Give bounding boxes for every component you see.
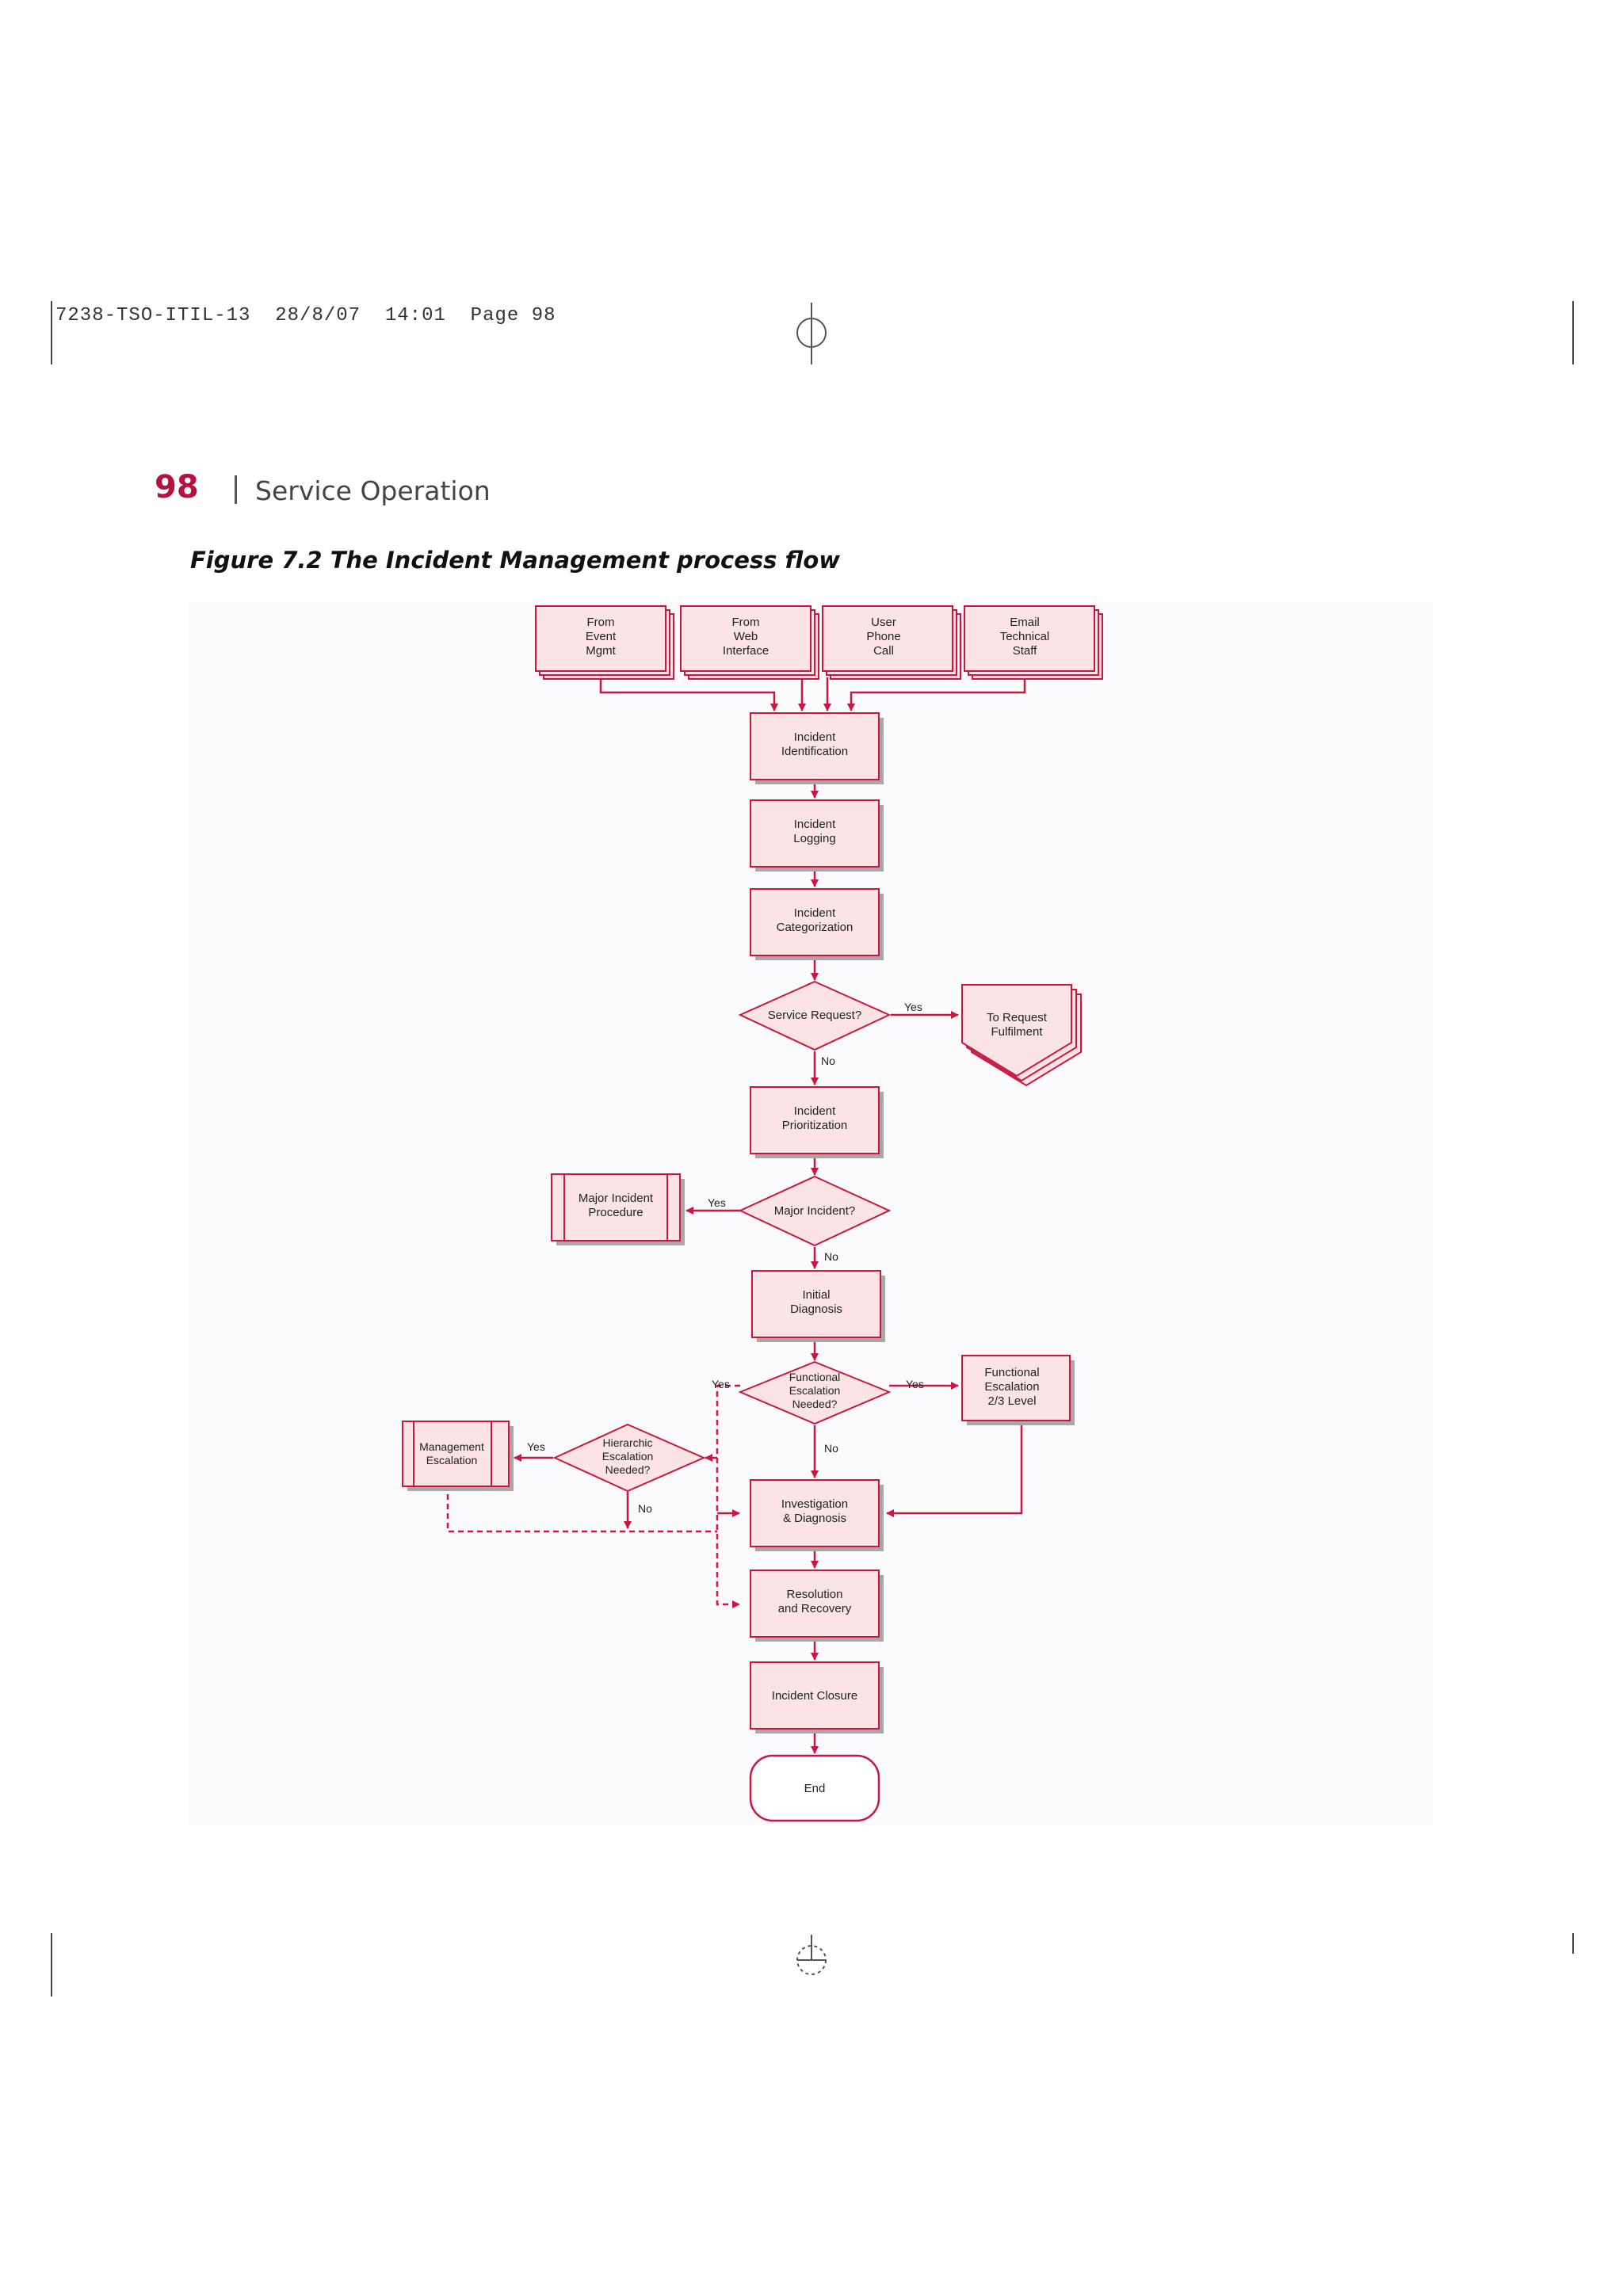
crop-mark — [51, 301, 52, 364]
section-title: Service Operation — [255, 475, 491, 506]
figure-caption: Figure 7.2 The Incident Management proce… — [190, 547, 841, 574]
dashed-connectors — [446, 1384, 740, 1608]
connector — [886, 1425, 1023, 1517]
end-terminator: End — [749, 1754, 880, 1822]
header-divider — [235, 475, 237, 504]
connector — [446, 1485, 717, 1533]
edge-label-yes: Yes — [708, 1196, 726, 1209]
svg-text:Service Request?: Service Request? — [768, 1009, 861, 1022]
edge-label-no: No — [638, 1502, 652, 1515]
edge-label-yes: Yes — [712, 1378, 730, 1390]
major-incident-decision: Major Incident? — [738, 1175, 892, 1247]
crop-mark — [51, 1933, 52, 1997]
connector — [599, 677, 778, 711]
svg-text:End: End — [804, 1782, 826, 1795]
svg-text:Investigation& Diagnosis: Investigation& Diagnosis — [781, 1497, 848, 1525]
connector — [847, 677, 1026, 711]
svg-text:Incident Closure: Incident Closure — [772, 1689, 857, 1703]
registration-target-bottom — [796, 1935, 827, 1975]
edge-label-no: No — [824, 1442, 838, 1455]
investigation-diagnosis-box: Investigation& Diagnosis — [750, 1479, 884, 1551]
crop-mark — [1572, 301, 1574, 364]
incident-closure-box: Incident Closure — [750, 1661, 884, 1733]
print-slug: 7238-TSO-ITIL-13 28/8/07 14:01 Page 98 — [55, 305, 556, 326]
edge-label-yes: Yes — [904, 1001, 922, 1013]
edge-label-no: No — [821, 1055, 835, 1067]
edge-label-yes: Yes — [527, 1440, 545, 1453]
edge-label-no: No — [824, 1250, 838, 1263]
svg-text:Major Incident?: Major Incident? — [774, 1204, 856, 1218]
crop-mark — [1572, 1933, 1574, 1954]
edge-label-yes: Yes — [906, 1378, 924, 1390]
connector — [716, 1384, 740, 1608]
page-number: 98 — [155, 469, 199, 505]
registration-target-top — [796, 303, 827, 364]
edge-labels: Yes No Yes No Yes Yes No Yes No — [527, 1001, 924, 1515]
service-request-decision: Service Request? — [738, 980, 892, 1051]
